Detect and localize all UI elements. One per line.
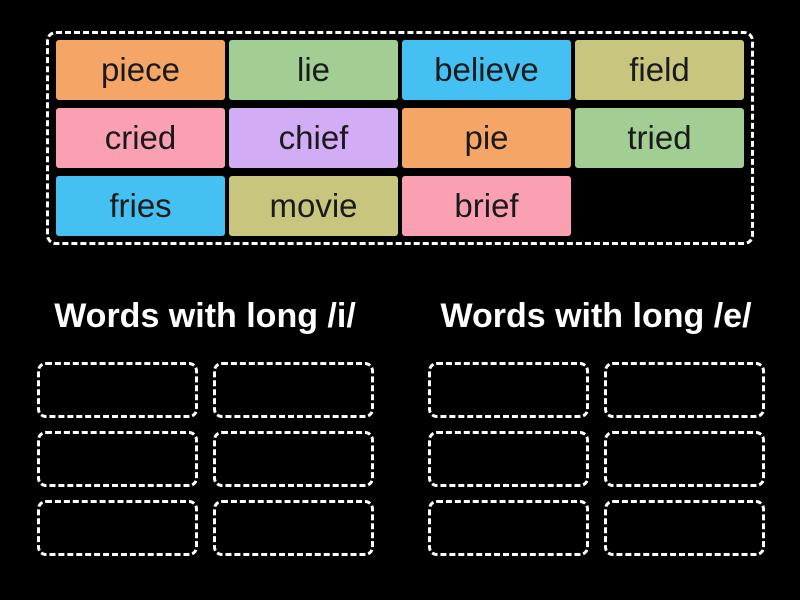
- group-long-i: Words with long /i/: [27, 295, 383, 556]
- drop-slot-long-i-2[interactable]: [212, 362, 374, 418]
- group-long-e-title: Words with long /e/: [440, 297, 752, 335]
- word-tile-tried[interactable]: tried: [575, 108, 744, 168]
- drop-slot-long-i-3[interactable]: [36, 431, 198, 487]
- drop-slot-long-e-5[interactable]: [427, 500, 589, 556]
- drop-slot-long-e-6[interactable]: [603, 500, 765, 556]
- word-tile-brief[interactable]: brief: [402, 176, 571, 236]
- group-long-e-slots: [427, 362, 765, 556]
- drop-slot-long-e-3[interactable]: [427, 431, 589, 487]
- drop-slot-long-i-6[interactable]: [212, 500, 374, 556]
- group-long-i-title: Words with long /i/: [54, 297, 356, 335]
- drop-slot-long-e-4[interactable]: [603, 431, 765, 487]
- word-tile-cried[interactable]: cried: [56, 108, 225, 168]
- word-tile-lie[interactable]: lie: [229, 40, 398, 100]
- word-tile-pie[interactable]: pie: [402, 108, 571, 168]
- word-tile-believe[interactable]: believe: [402, 40, 571, 100]
- drop-slot-long-e-1[interactable]: [427, 362, 589, 418]
- word-tile-piece[interactable]: piece: [56, 40, 225, 100]
- group-long-i-slots: [36, 362, 374, 556]
- word-tile-chief[interactable]: chief: [229, 108, 398, 168]
- word-tile-field[interactable]: field: [575, 40, 744, 100]
- word-tile-fries[interactable]: fries: [56, 176, 225, 236]
- word-source-tray: piece lie believe field cried chief pie …: [46, 31, 754, 245]
- drop-slot-long-i-1[interactable]: [36, 362, 198, 418]
- drop-slot-long-e-2[interactable]: [603, 362, 765, 418]
- drop-slot-long-i-4[interactable]: [212, 431, 374, 487]
- group-long-e: Words with long /e/: [418, 295, 774, 556]
- drop-slot-long-i-5[interactable]: [36, 500, 198, 556]
- word-tile-movie[interactable]: movie: [229, 176, 398, 236]
